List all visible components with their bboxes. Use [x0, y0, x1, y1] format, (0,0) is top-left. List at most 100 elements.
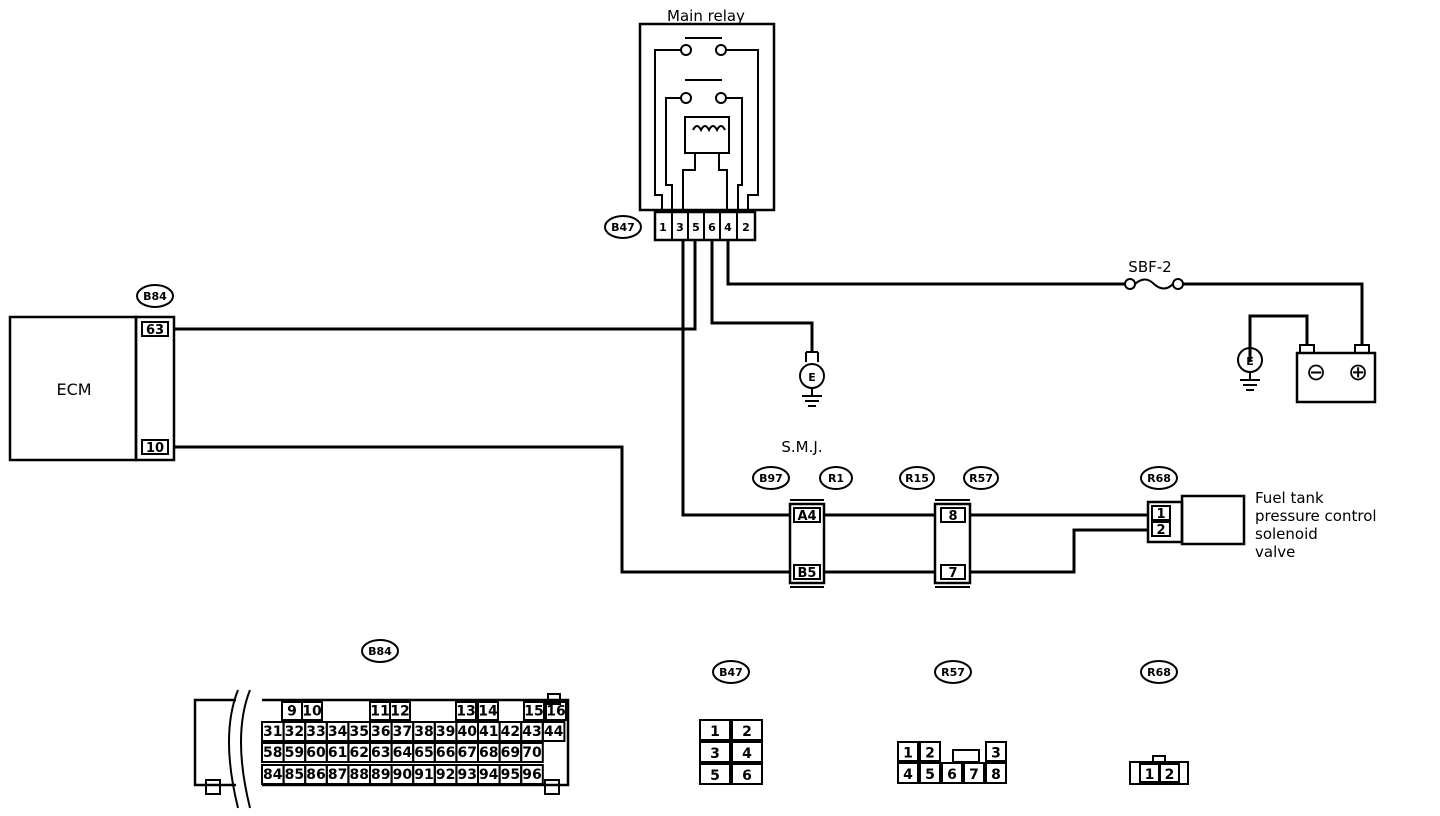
fuel-tank-pressure-control-solenoid-valve: 1 2 Fuel tank pressure control solenoid … — [1146, 489, 1377, 561]
pin-number: 43 — [522, 724, 541, 740]
pin-number: 58 — [263, 745, 282, 761]
battery: ⊖ ⊕ — [1295, 344, 1377, 404]
pin-number: 66 — [436, 745, 455, 761]
relay-contact — [715, 44, 727, 56]
pin-cell — [985, 762, 1007, 784]
main-relay: Main relay 1 3 5 6 4 2 — [638, 7, 776, 242]
relay-contact — [715, 92, 727, 104]
pin-cell — [731, 763, 763, 785]
fuse-label: SBF-2 — [1128, 258, 1171, 276]
connector-tag-b84: B84 — [136, 284, 174, 308]
pin-number: 90 — [393, 767, 413, 783]
ground-icon: E — [1237, 347, 1263, 391]
relay-pin: 6 — [708, 221, 716, 234]
main-relay-housing — [638, 22, 776, 212]
smj-connector: A4 B5 — [788, 499, 826, 588]
pin-number: 9 — [287, 704, 297, 720]
relay-contact — [680, 44, 692, 56]
connector-tag-r68: R68 — [1140, 466, 1178, 490]
pin-number: 63 — [371, 745, 390, 761]
pin-number: 85 — [285, 767, 304, 783]
pin-number: 84 — [263, 767, 283, 783]
pin-number: 1 — [710, 724, 720, 740]
pin-number: 36 — [371, 724, 390, 740]
fuse-sbf-2: SBF-2 — [1124, 258, 1184, 290]
relay-internal-wire — [718, 153, 728, 212]
pin-number: 8 — [991, 767, 1001, 783]
ground-icon: E — [799, 351, 825, 407]
wire-ecm63-relay — [174, 240, 697, 331]
pin-number: 60 — [306, 745, 326, 761]
valve-label-line: solenoid — [1255, 525, 1318, 543]
battery-minus-icon: ⊖ — [1306, 358, 1326, 386]
relay-contact — [680, 92, 692, 104]
legend-r68-title: R68 — [1147, 666, 1171, 679]
pin-number: 70 — [522, 745, 542, 761]
pin-cell — [455, 701, 477, 721]
pin-cell — [523, 701, 545, 721]
pin-number: 86 — [306, 767, 325, 783]
pin-cell — [541, 721, 566, 742]
relay-pin: 5 — [692, 221, 700, 234]
relay-internal-wire — [654, 49, 681, 212]
pin-number: 7 — [969, 767, 979, 783]
connector-tag-b97: B97 — [752, 466, 790, 490]
pin-number: 1 — [903, 745, 913, 761]
pin-number: 96 — [522, 767, 541, 783]
pin-number: 6 — [947, 767, 957, 783]
connector-key — [1152, 755, 1166, 763]
pin-cell — [477, 701, 499, 721]
battery-housing — [1295, 351, 1377, 404]
pin-number: 87 — [328, 767, 347, 783]
r68-pin-1: 1 — [1156, 507, 1165, 522]
connector-tag-b47: B47 — [604, 215, 642, 239]
relay-internal-wire — [682, 153, 696, 212]
pin-number: 14 — [478, 704, 498, 720]
ecm-pin-10: 10 — [146, 441, 164, 456]
pin-number: 12 — [390, 704, 409, 720]
pin-number: 67 — [457, 745, 476, 761]
svg-text:B84: B84 — [143, 290, 167, 303]
pin-number: 65 — [414, 745, 433, 761]
pin-cell — [699, 741, 731, 763]
pin-cell — [520, 742, 544, 763]
pin-cell — [919, 741, 941, 762]
pin-number: 2 — [1165, 767, 1175, 783]
pin-number: 39 — [436, 724, 455, 740]
connector-tag-r57: R57 — [963, 466, 999, 490]
relay-pin: 3 — [676, 221, 684, 234]
pin-number: 5 — [710, 768, 720, 784]
pin-number: 42 — [501, 724, 520, 740]
ground-label: E — [1246, 355, 1254, 368]
connector-tag-r15: R15 — [899, 466, 935, 490]
pin-number: 31 — [263, 724, 282, 740]
pin-number: 69 — [501, 745, 520, 761]
pin-number: 35 — [349, 724, 368, 740]
pin-number: 10 — [302, 704, 322, 720]
svg-text:B97: B97 — [759, 472, 783, 485]
smj-pin-a4: A4 — [797, 509, 816, 524]
ecm-connector-b84 — [134, 315, 176, 462]
pin-number: 15 — [524, 704, 543, 720]
pin-cell — [301, 701, 323, 721]
pin-number: 59 — [285, 745, 304, 761]
wire-battery-ground — [1248, 314, 1309, 362]
wire-ecm10-smj — [174, 445, 790, 574]
pin-number: 95 — [501, 767, 520, 783]
pin-number: 4 — [742, 746, 752, 762]
ecm-label: ECM — [56, 380, 91, 399]
pin-cell — [919, 762, 941, 784]
pin-number: 3 — [991, 745, 1001, 761]
wire-relay-smj — [681, 240, 790, 517]
pin-cell — [897, 762, 919, 784]
r57-pin-7: 7 — [948, 566, 957, 581]
pin-number: 44 — [544, 724, 564, 740]
pin-number: 89 — [371, 767, 390, 783]
pin-number: 94 — [479, 767, 499, 783]
pin-cell — [520, 764, 544, 785]
